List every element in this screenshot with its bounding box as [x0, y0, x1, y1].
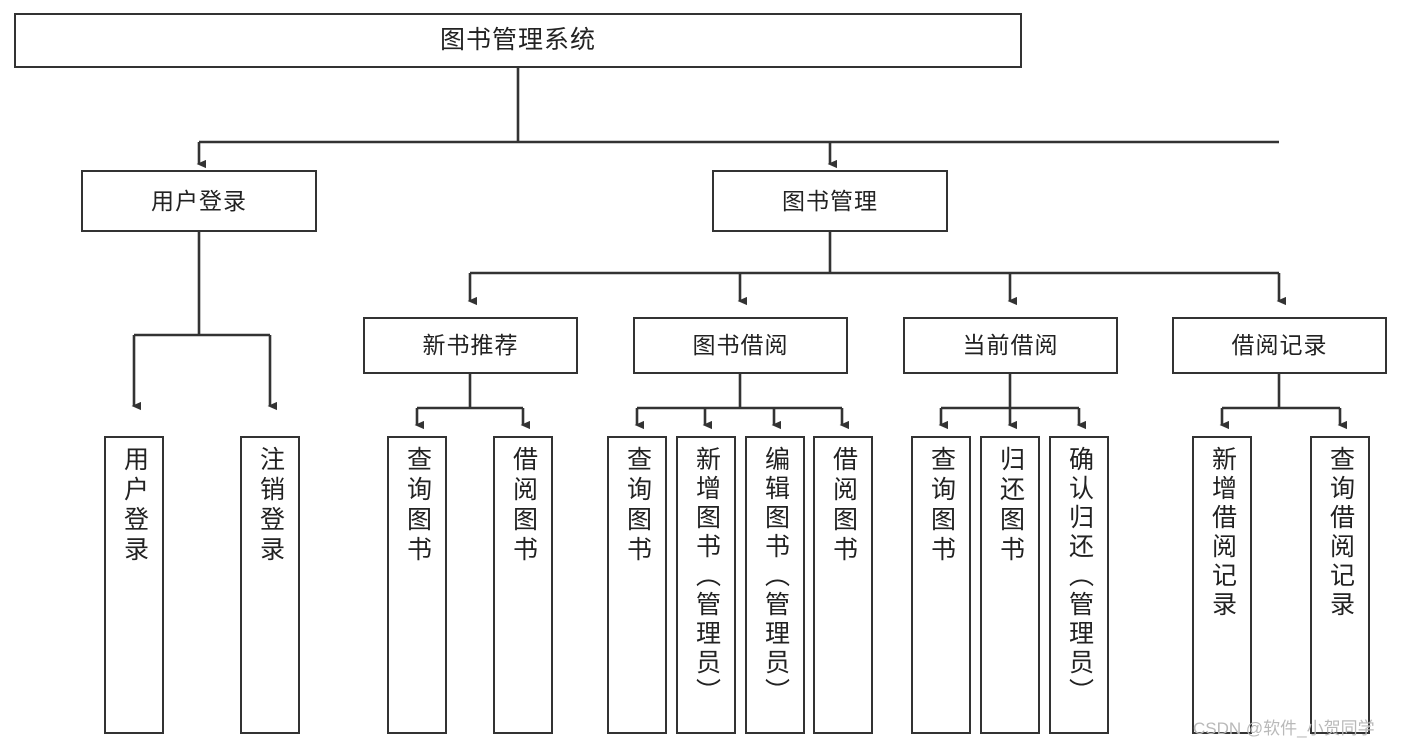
- leaf-label: 新增借阅记录: [1208, 446, 1237, 620]
- node-label: 新书推荐: [422, 332, 519, 359]
- node-book-borrow[interactable]: 图书借阅: [633, 317, 848, 374]
- node-book-management[interactable]: 图书管理: [712, 170, 948, 232]
- node-label: 借阅记录: [1231, 332, 1328, 359]
- leaf-label: 新增图书（管理员）: [692, 446, 721, 707]
- leaf-label: 查询图书: [623, 446, 652, 566]
- leaf-label: 用户登录: [120, 446, 149, 566]
- leaf-current-query-book[interactable]: 查询图书: [911, 436, 971, 734]
- leaf-borrow-query-book[interactable]: 查询图书: [607, 436, 667, 734]
- leaf-user-login-login[interactable]: 用户登录: [104, 436, 164, 734]
- node-current-borrow[interactable]: 当前借阅: [903, 317, 1118, 374]
- leaf-current-return-book[interactable]: 归还图书: [980, 436, 1040, 734]
- leaf-new-book-query[interactable]: 查询图书: [387, 436, 447, 734]
- node-new-book-recommend[interactable]: 新书推荐: [363, 317, 578, 374]
- leaf-label: 编辑图书（管理员）: [761, 446, 790, 707]
- leaf-label: 确认归还（管理员）: [1065, 446, 1094, 707]
- leaf-new-book-borrow[interactable]: 借阅图书: [493, 436, 553, 734]
- leaf-record-add-borrow-record[interactable]: 新增借阅记录: [1192, 436, 1252, 734]
- leaf-borrow-edit-book-admin[interactable]: 编辑图书（管理员）: [745, 436, 805, 734]
- leaf-label: 归还图书: [996, 446, 1025, 566]
- node-user-login[interactable]: 用户登录: [81, 170, 317, 232]
- node-label: 图书管理: [782, 187, 878, 214]
- leaf-label: 查询图书: [927, 446, 956, 566]
- leaf-label: 借阅图书: [829, 446, 858, 566]
- node-root-system[interactable]: 图书管理系统: [14, 13, 1022, 68]
- node-label: 用户登录: [151, 187, 247, 214]
- leaf-borrow-add-book-admin[interactable]: 新增图书（管理员）: [676, 436, 736, 734]
- leaf-label: 注销登录: [256, 446, 285, 566]
- node-label: 图书借阅: [692, 332, 789, 359]
- leaf-record-query-borrow-record[interactable]: 查询借阅记录: [1310, 436, 1370, 734]
- leaf-label: 查询图书: [403, 446, 432, 566]
- leaf-label: 查询借阅记录: [1326, 446, 1355, 620]
- leaf-borrow-borrow-book[interactable]: 借阅图书: [813, 436, 873, 734]
- leaf-label: 借阅图书: [509, 446, 538, 566]
- node-label: 当前借阅: [962, 332, 1059, 359]
- node-borrow-record[interactable]: 借阅记录: [1172, 317, 1387, 374]
- leaf-user-login-logout[interactable]: 注销登录: [240, 436, 300, 734]
- leaf-current-confirm-return-admin[interactable]: 确认归还（管理员）: [1049, 436, 1109, 734]
- watermark: CSDN @软件_小贺同学: [1193, 719, 1375, 738]
- node-label: 图书管理系统: [439, 26, 596, 55]
